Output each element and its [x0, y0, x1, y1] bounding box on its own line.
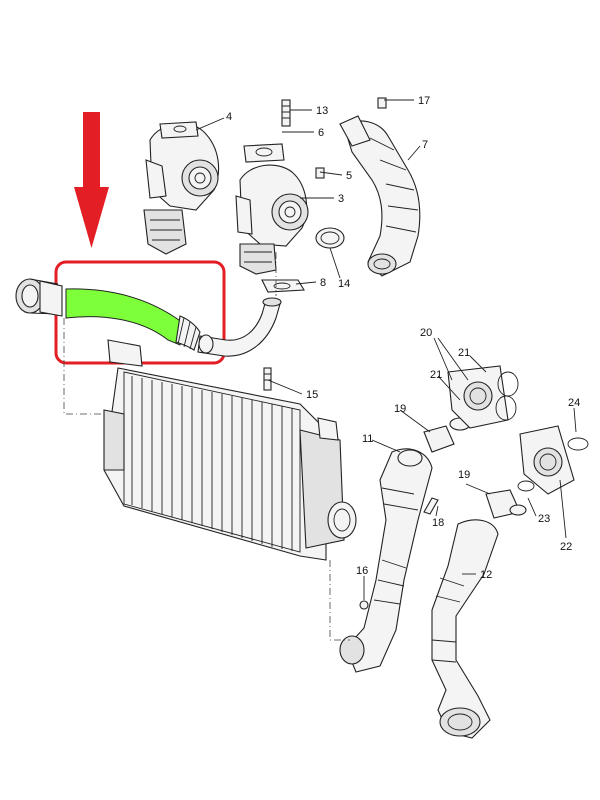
bolt-16 [359, 600, 369, 610]
callout-22: 22 [560, 541, 572, 553]
throttle-body [447, 365, 519, 429]
intercooler [103, 339, 357, 561]
callout-21-upper: 21 [458, 347, 470, 359]
callout-11: 11 [362, 433, 373, 445]
callout-3: 3 [338, 193, 344, 205]
callout-16: 16 [356, 565, 368, 577]
hose-11 [339, 448, 433, 673]
callout-19-lower: 19 [458, 469, 470, 481]
callout-13: 13 [316, 105, 328, 117]
callout-19-upper: 19 [394, 403, 406, 415]
centre-lines [63, 252, 350, 641]
callout-17: 17 [418, 95, 430, 107]
callout-12: 12 [480, 569, 492, 581]
clamp-14 [315, 227, 345, 249]
gasket-8 [261, 279, 305, 293]
leader-lines [195, 99, 577, 600]
bolt-15 [263, 367, 272, 391]
bolt-13 [281, 99, 291, 127]
callout-8: 8 [320, 277, 326, 289]
hose-12 [431, 519, 499, 739]
callout-5: 5 [346, 170, 352, 182]
valve-housing [517, 425, 589, 495]
hose-7 [339, 97, 421, 277]
hose-end-left [15, 278, 63, 317]
flange-19-lower [485, 489, 527, 519]
flange-19-upper [423, 417, 471, 453]
bolt-18 [423, 497, 439, 515]
callout-7: 7 [422, 139, 428, 151]
callout-6: 6 [318, 127, 324, 139]
highlighted-hose [65, 288, 187, 346]
callout-18: 18 [432, 517, 444, 529]
callout-14: 14 [338, 278, 350, 290]
turbocharger-left [143, 121, 220, 255]
callout-labels: 13 17 4 6 7 5 3 8 14 15 20 21 21 19 11 2… [226, 95, 580, 581]
callout-20: 20 [420, 327, 432, 339]
hose-corrugation [175, 315, 201, 351]
red-arrow-icon [74, 112, 109, 248]
callout-21-lower: 21 [430, 369, 442, 381]
turbocharger-right [235, 143, 325, 275]
callout-23: 23 [538, 513, 550, 525]
callout-24: 24 [568, 397, 580, 409]
callout-15: 15 [306, 389, 318, 401]
metal-pipe [197, 299, 281, 357]
callout-4: 4 [226, 111, 232, 123]
